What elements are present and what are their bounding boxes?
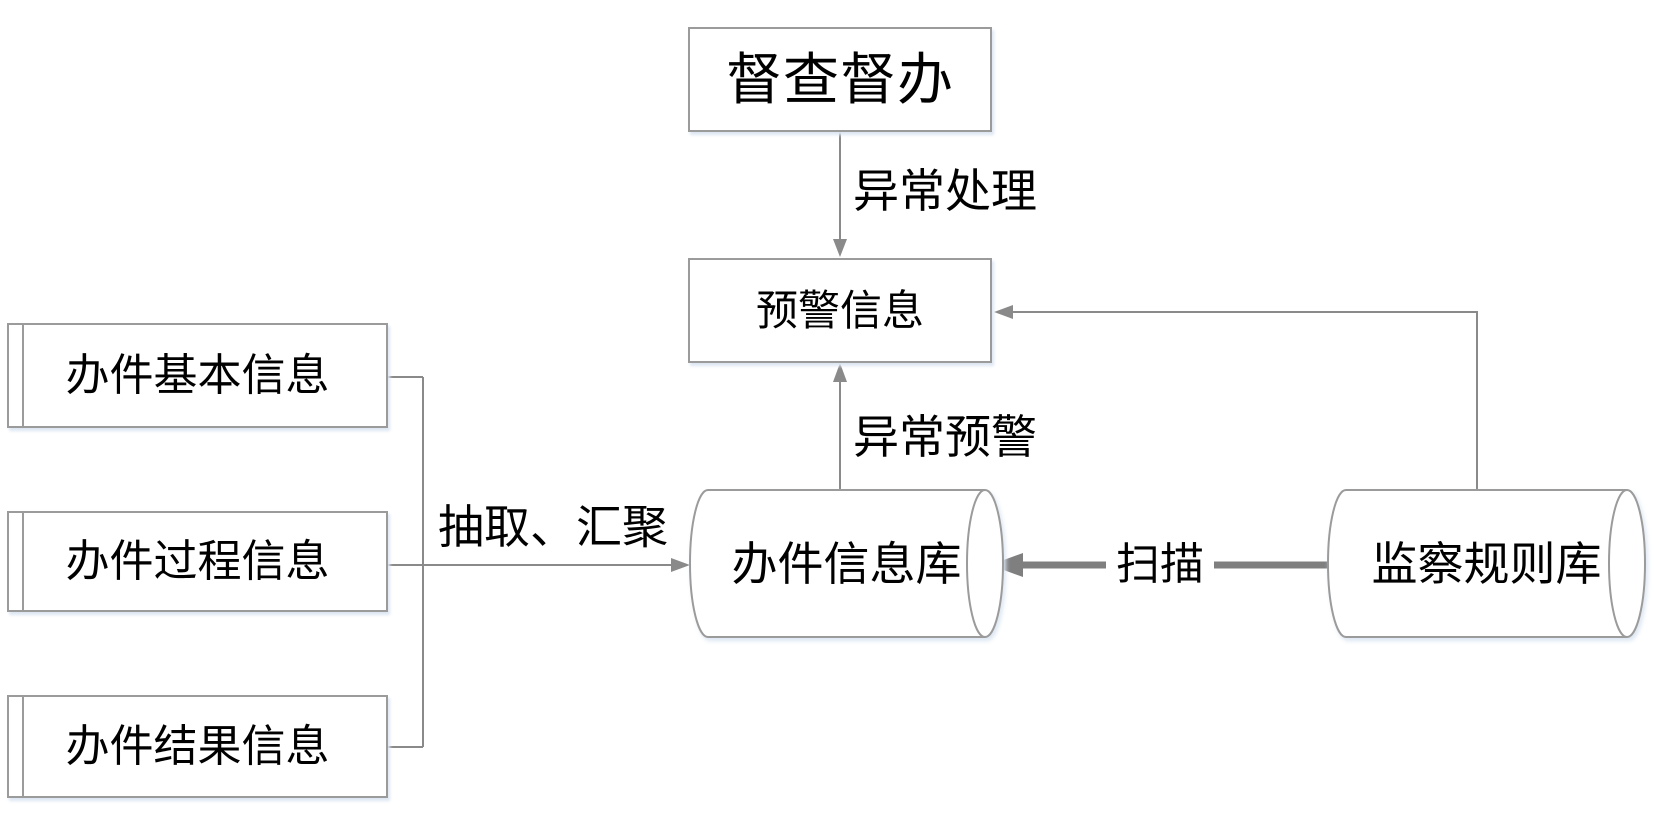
node-monitor-rules-db: 监察规则库	[1327, 489, 1646, 638]
node-case-result-info: 办件结果信息	[7, 695, 388, 798]
edge-label-scan: 扫描	[1106, 540, 1214, 590]
node-case-result-info-label: 办件结果信息	[65, 721, 330, 771]
edge-exception-warning-arrowhead	[833, 363, 847, 382]
node-monitor-rules-db-label: 监察规则库	[1371, 537, 1602, 590]
edge-label-exception-handling: 异常处理	[853, 165, 1037, 217]
node-supervision: 督查督办	[688, 27, 992, 132]
edge-label-exception-warning: 异常预警	[853, 411, 1037, 463]
node-case-process-info-label: 办件过程信息	[65, 536, 330, 586]
edge-scan-arrowhead	[990, 553, 1023, 577]
node-warning-info: 预警信息	[688, 258, 992, 363]
edge-exception-handling-arrowhead	[833, 239, 847, 257]
node-case-info-db-label: 办件信息库	[731, 537, 962, 590]
node-supervision-label: 督查督办	[726, 47, 954, 111]
node-case-basic-info-label: 办件基本信息	[65, 350, 330, 400]
cylinder-shape	[1327, 489, 1646, 638]
edge-rules-to-warning-arrowhead	[994, 305, 1013, 319]
node-case-basic-info: 办件基本信息	[7, 323, 388, 428]
edge-extract-aggregate-arrowhead	[671, 558, 690, 572]
cylinder-shape	[689, 489, 1004, 638]
edge-label-extract-aggregate: 抽取、汇聚	[438, 501, 668, 553]
left-edge-double-line	[22, 325, 24, 426]
edge-rules-to-warning-line	[1012, 311, 1478, 490]
left-edge-double-line	[22, 513, 24, 610]
node-case-info-db: 办件信息库	[689, 489, 1004, 638]
node-warning-info-label: 预警信息	[755, 286, 924, 334]
left-edge-double-line	[22, 697, 24, 796]
node-case-process-info: 办件过程信息	[7, 511, 388, 612]
